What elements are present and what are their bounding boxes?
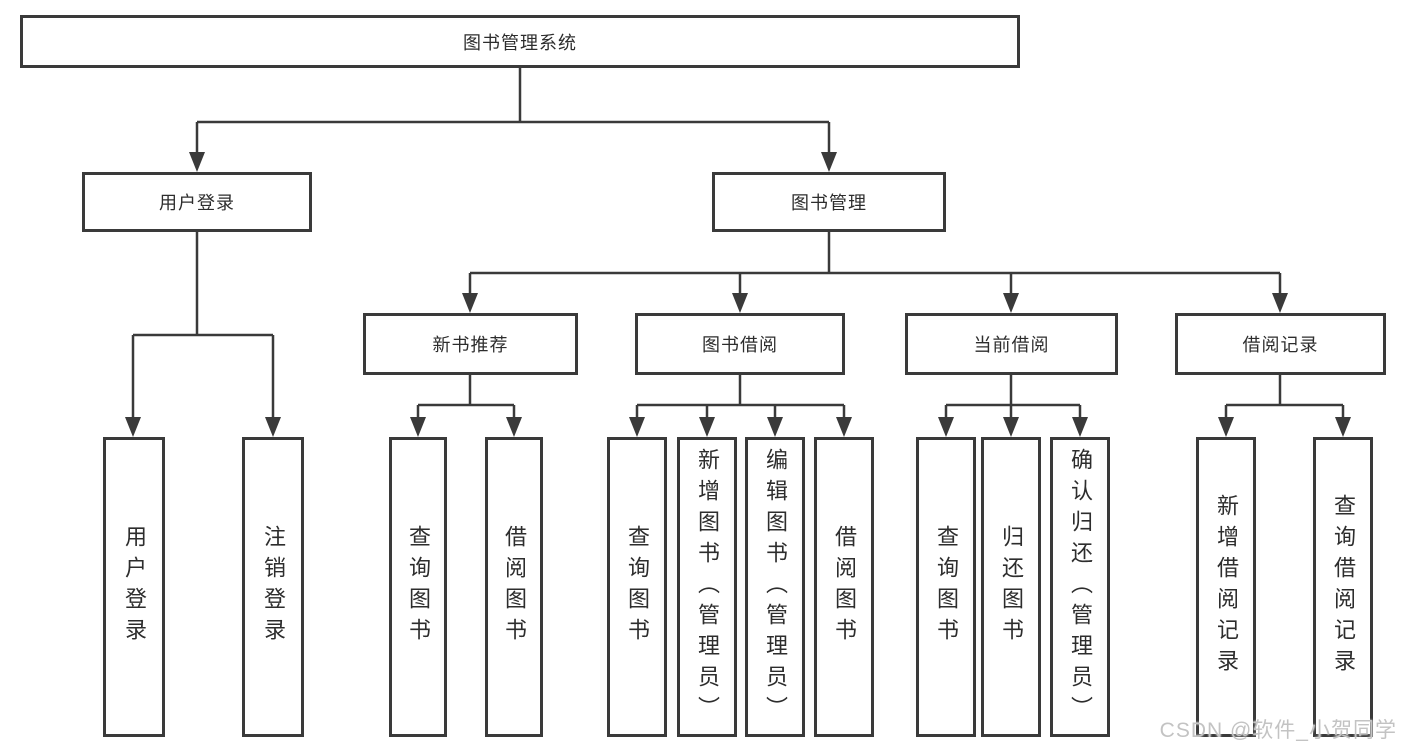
connector-book-mgmt-children	[462, 232, 1288, 313]
leaf-cb-query-books-label: 查询图书	[934, 525, 959, 649]
node-user-login-label: 用户登录	[159, 193, 235, 213]
leaf-bb-query-books: 查询图书	[607, 437, 667, 737]
watermark-text: CSDN @软件_小贺同学	[1159, 719, 1397, 742]
connector-book-borrow-children	[629, 375, 852, 437]
node-root: 图书管理系统	[20, 15, 1020, 68]
leaf-nb-borrow-books-label: 借阅图书	[502, 525, 527, 649]
leaf-br-add-record-label: 新增借阅记录	[1214, 494, 1239, 680]
node-book-mgmt-label: 图书管理	[791, 193, 867, 213]
node-user-login: 用户登录	[82, 172, 312, 232]
leaf-br-query-record: 查询借阅记录	[1313, 437, 1373, 737]
node-borrow-records-label: 借阅记录	[1242, 335, 1319, 355]
leaf-user-login: 用户登录	[103, 437, 165, 737]
connector-user-login-children	[125, 232, 281, 437]
leaf-nb-query-books-label: 查询图书	[406, 525, 431, 649]
leaf-logout: 注销登录	[242, 437, 304, 737]
node-book-borrow-label: 图书借阅	[702, 335, 778, 355]
leaf-bb-query-books-label: 查询图书	[625, 525, 650, 649]
leaf-br-query-record-label: 查询借阅记录	[1331, 494, 1356, 680]
leaf-bb-borrow-books-label: 借阅图书	[832, 525, 857, 649]
node-book-mgmt: 图书管理	[712, 172, 946, 232]
leaf-cb-return-books: 归还图书	[981, 437, 1041, 737]
connector-borrow-records-children	[1218, 375, 1351, 437]
leaf-cb-confirm-return-label: 确认归还（管理员）	[1068, 447, 1093, 727]
connector-root-to-level2	[189, 68, 837, 172]
node-book-borrow: 图书借阅	[635, 313, 845, 375]
leaf-bb-add-books: 新增图书（管理员）	[677, 437, 737, 737]
leaf-cb-return-books-label: 归还图书	[999, 525, 1024, 649]
leaf-cb-confirm-return: 确认归还（管理员）	[1050, 437, 1110, 737]
leaf-user-login-label: 用户登录	[122, 525, 147, 649]
node-current-borrow: 当前借阅	[905, 313, 1118, 375]
connector-new-book-rec-children	[410, 375, 522, 437]
leaf-bb-borrow-books: 借阅图书	[814, 437, 874, 737]
node-borrow-records: 借阅记录	[1175, 313, 1386, 375]
leaf-bb-edit-books: 编辑图书（管理员）	[745, 437, 805, 737]
leaf-br-add-record: 新增借阅记录	[1196, 437, 1256, 737]
leaf-bb-add-books-label: 新增图书（管理员）	[695, 447, 720, 727]
node-root-label: 图书管理系统	[463, 32, 577, 53]
leaf-cb-query-books: 查询图书	[916, 437, 976, 737]
connector-current-borrow-children	[938, 375, 1088, 437]
leaf-nb-query-books: 查询图书	[389, 437, 447, 737]
leaf-nb-borrow-books: 借阅图书	[485, 437, 543, 737]
node-current-borrow-label: 当前借阅	[973, 335, 1050, 355]
leaf-logout-label: 注销登录	[261, 525, 286, 649]
leaf-bb-edit-books-label: 编辑图书（管理员）	[763, 447, 788, 727]
node-new-book-rec: 新书推荐	[363, 313, 578, 375]
node-new-book-rec-label: 新书推荐	[432, 335, 509, 355]
